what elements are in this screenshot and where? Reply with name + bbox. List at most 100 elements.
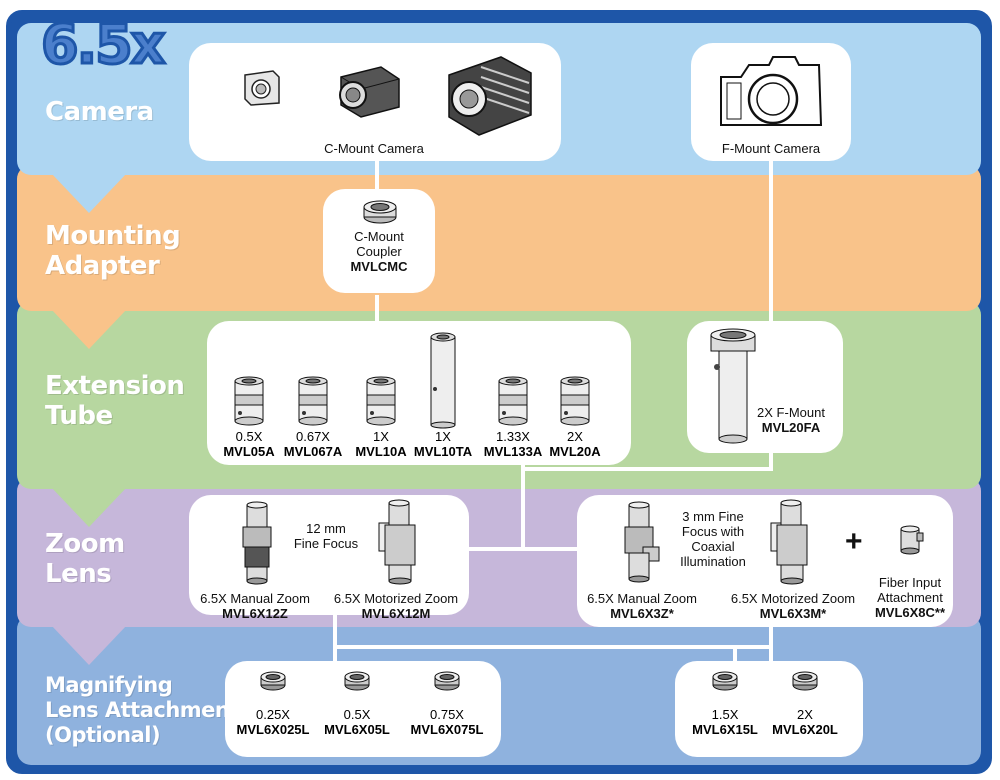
magnifier-name: 1.5X: [711, 707, 739, 722]
tube-icon: [366, 376, 396, 426]
magnifier-name: 0.75X: [430, 707, 464, 722]
magnifier-name: 0.5X: [343, 707, 371, 722]
connector-mag-right-down: [733, 645, 737, 673]
extension-tube-code: MVL20A: [549, 444, 601, 459]
card-zoom-3mm: 3 mm Fine Focus with Coaxial Illuminatio…: [577, 495, 953, 627]
connector-tubes-down: [521, 451, 525, 551]
magnifier-name: 0.25X: [256, 707, 290, 722]
manual-zoom-3mm-icon: [624, 501, 660, 583]
coupler-icon: [363, 200, 397, 224]
tube-icon: [234, 376, 264, 426]
manual-zoom-12mm-icon: [242, 501, 272, 585]
zoom-motorized-3mm-name: 6.5X Motorized Zoom: [730, 591, 856, 606]
band-label-extension: Extension Tube: [45, 371, 185, 431]
connector-zoomleft-down: [333, 613, 337, 673]
card-c-mount-coupler: C-Mount Coupler MVLCMC: [323, 189, 435, 293]
connector-adapter-to-tubes: [375, 295, 379, 325]
connector-fmount-tube-down: [769, 451, 773, 471]
motorized-zoom-3mm-icon: [770, 499, 808, 585]
connector-fmount-to-tube: [769, 155, 773, 321]
zoom-3mm-note: 3 mm Fine Focus with Coaxial Illuminatio…: [680, 509, 746, 569]
extension-tube-code: MVL10TA: [413, 444, 473, 459]
card-f-mount-extension: 2X F-Mount MVL20FA: [687, 321, 843, 453]
tube-icon: [560, 376, 590, 426]
f-mount-extension-name: 2X F-Mount: [757, 405, 825, 420]
coupler-code: MVLCMC: [350, 259, 408, 274]
band-mounting: Mounting Adapter: [17, 165, 981, 311]
plus-sign: +: [845, 525, 863, 558]
f-mount-camera-label: F-Mount Camera: [721, 141, 821, 156]
extension-tube-name: 1.33X: [496, 429, 530, 444]
card-zoom-12mm: 12 mm Fine Focus 6.5X Manual Zoom MVL6X1…: [189, 495, 469, 621]
tall-tube-icon: [430, 332, 456, 429]
connector-tube-horizontal: [521, 467, 773, 471]
extension-tube-code: MVL133A: [483, 444, 543, 459]
extension-tube-name: 0.5X: [235, 429, 263, 444]
zoom-manual-3mm-code: MVL6X3Z*: [610, 606, 674, 621]
medium-camera-icon: [339, 66, 400, 118]
magnification-badge: 6.5x: [40, 13, 167, 76]
zoom-motorized-12mm: 6.5X Motorized Zoom MVL6X12M: [325, 591, 467, 621]
magnifier-code: MVL6X025L: [236, 722, 310, 737]
zoom-12mm-note: 12 mm Fine Focus: [293, 521, 359, 551]
tube-icon: [498, 376, 528, 426]
fiber-input-attachment: Fiber Input Attachment MVL6X8C**: [865, 575, 955, 620]
fiber-input-code: MVL6X8C**: [874, 605, 946, 620]
zoom-motorized-3mm: 6.5X Motorized Zoom MVL6X3M*: [723, 591, 863, 621]
extension-tube-code: MVL067A: [283, 444, 343, 459]
extension-tube-code: MVL05A: [223, 444, 275, 459]
tube-icon: [298, 376, 328, 426]
motorized-zoom-12mm-icon: [378, 499, 416, 585]
magnifier-name: 2X: [797, 707, 813, 722]
f-mount-tube-icon: [710, 328, 756, 444]
magnifier-code: MVL6X075L: [410, 722, 484, 737]
extension-tube-name: 1X: [373, 429, 389, 444]
zoom-manual-12mm-code: MVL6X12Z: [222, 606, 288, 621]
fiber-input-icon: [900, 525, 924, 555]
connector-cmount-to-adapter: [375, 155, 379, 195]
diagram-frame: Magnifying Lens Attachment (Optional) Zo…: [6, 10, 992, 774]
coupler-label: C-Mount Coupler MVLCMC: [327, 229, 431, 274]
lens-icon: [712, 671, 738, 691]
arrow-zoom-down: [51, 625, 127, 665]
zoom-motorized-12mm-name: 6.5X Motorized Zoom: [333, 591, 459, 606]
arrow-camera-down: [51, 173, 127, 213]
large-camera-icon: [448, 56, 532, 136]
card-c-mount-camera: C-Mount Camera: [189, 43, 561, 161]
slr-camera-icon: [720, 56, 823, 126]
extension-tube-name: 2X: [567, 429, 583, 444]
f-mount-extension-label: 2X F-Mount MVL20FA: [743, 405, 839, 435]
extension-tube-code: MVL10A: [355, 444, 407, 459]
connector-zoomright-down: [769, 613, 773, 673]
small-camera-icon: [244, 70, 280, 106]
coupler-name: C-Mount Coupler: [354, 229, 404, 259]
zoom-motorized-3mm-code: MVL6X3M*: [759, 606, 827, 621]
fiber-input-name: Fiber Input Attachment: [877, 575, 943, 605]
card-extension-tubes: [207, 321, 631, 465]
band-label-mounting: Mounting Adapter: [45, 221, 181, 281]
f-mount-extension-code: MVL20FA: [761, 420, 821, 435]
card-f-mount-camera: F-Mount Camera: [691, 43, 851, 161]
zoom-manual-3mm-name: 6.5X Manual Zoom: [587, 591, 697, 606]
magnifier-code: MVL6X15L: [692, 722, 758, 737]
band-label-magnifying: Magnifying Lens Attachment (Optional): [45, 673, 239, 747]
band-label-zoom: Zoom Lens: [45, 529, 125, 589]
lens-icon: [344, 671, 370, 691]
lens-icon: [434, 671, 460, 691]
zoom-manual-3mm: 6.5X Manual Zoom MVL6X3Z*: [577, 591, 707, 621]
arrow-extension-down: [51, 487, 127, 527]
extension-tube-name: 0.67X: [296, 429, 330, 444]
zoom-manual-12mm: 6.5X Manual Zoom MVL6X12Z: [191, 591, 319, 621]
magnifier-code: MVL6X20L: [772, 722, 838, 737]
band-label-camera: Camera: [45, 97, 154, 127]
zoom-motorized-12mm-code: MVL6X12M: [361, 606, 431, 621]
